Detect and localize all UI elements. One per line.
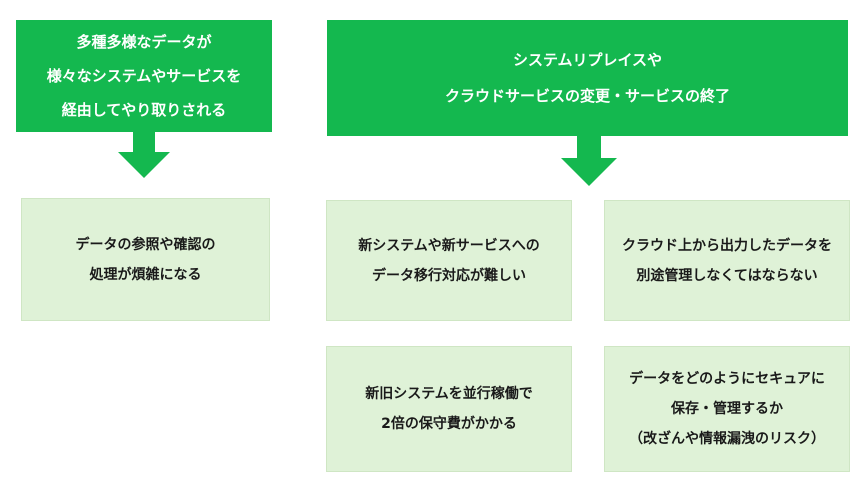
card-cloud-output-line-1: クラウド上から出力したデータを — [622, 237, 832, 254]
left-header-line-2: 様々なシステムやサービスを — [46, 67, 242, 85]
card-reference-line-2: 処理が煩雑になる — [89, 266, 202, 283]
card-parallel: 新旧システムを並行稼働で 2倍の保守費がかかる — [326, 346, 572, 472]
down-arrow-icon — [118, 132, 170, 178]
card-migration: 新システムや新サービスへの データ移行対応が難しい — [326, 200, 572, 321]
card-reference: データの参照や確認の 処理が煩雑になる — [21, 198, 270, 321]
right-header-line-2: クラウドサービスの変更・サービスの終了 — [444, 87, 730, 105]
card-migration-line-1: 新システムや新サービスへの — [358, 237, 540, 254]
card-secure-line-2: 保存・管理するか — [671, 401, 783, 417]
card-secure-line-3: （改ざんや情報漏洩のリスク） — [629, 431, 825, 447]
card-parallel-line-1: 新旧システムを並行稼働で — [365, 386, 533, 402]
left-header-line-3: 経由してやり取りされる — [61, 101, 227, 119]
left-header-box: 多種多様なデータが 様々なシステムやサービスを 経由してやり取りされる — [16, 20, 272, 132]
card-cloud-output: クラウド上から出力したデータを 別途管理しなくてはならない — [604, 200, 850, 321]
card-migration-line-2: データ移行対応が難しい — [372, 267, 526, 284]
card-secure: データをどのようにセキュアに 保存・管理するか （改ざんや情報漏洩のリスク） — [604, 346, 850, 472]
card-cloud-output-line-2: 別途管理しなくてはならない — [636, 267, 818, 284]
card-reference-line-1: データの参照や確認の — [75, 236, 216, 253]
right-header-line-1: システムリプレイスや — [512, 51, 663, 69]
down-arrow-icon — [561, 136, 617, 186]
left-header-line-1: 多種多様なデータが — [76, 33, 212, 51]
card-secure-line-1: データをどのようにセキュアに — [629, 371, 825, 387]
card-parallel-line-2: 2倍の保守費がかかる — [381, 416, 517, 432]
right-header-box: システムリプレイスや クラウドサービスの変更・サービスの終了 — [327, 20, 848, 136]
